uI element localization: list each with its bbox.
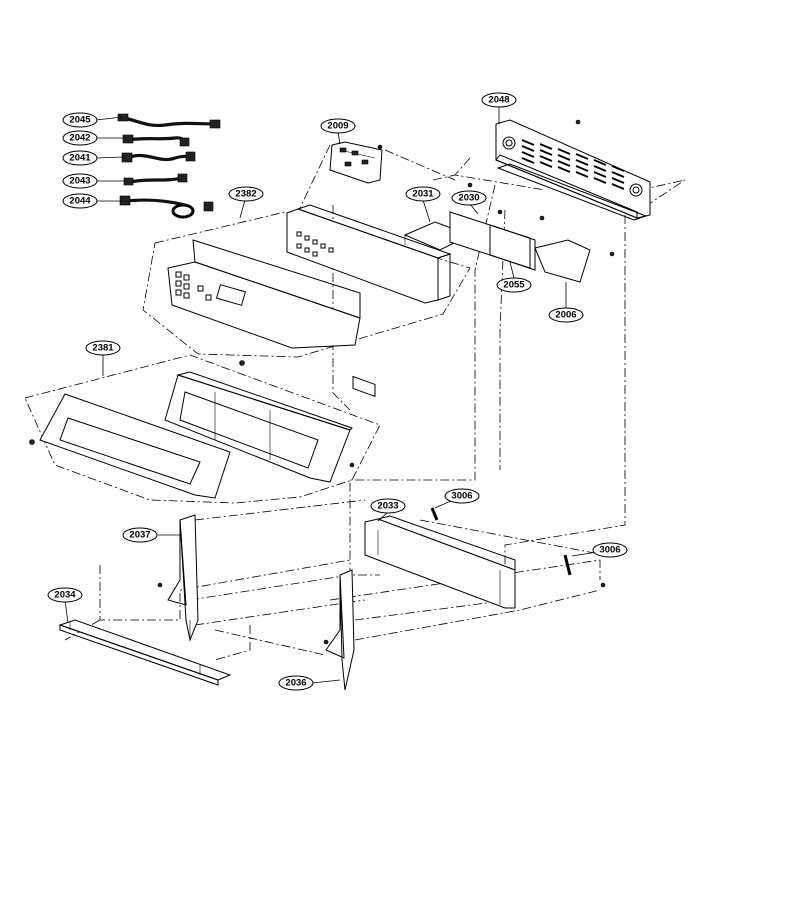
harness-2045 [117, 113, 221, 129]
harness-2043 [123, 173, 188, 186]
callout-2030-label: 2030 [458, 193, 479, 204]
callout-2043-label: 2043 [69, 176, 90, 187]
callout-2381: 2381 [85, 340, 121, 356]
membrane-buttons [175, 271, 212, 301]
part-2382-membrane [167, 239, 361, 349]
callout-2382: 2382 [228, 186, 264, 202]
callout-2006: 2006 [548, 307, 584, 323]
harness-2042 [122, 134, 190, 147]
part-2037-side-bracket [157, 514, 199, 642]
callout-2042-label: 2042 [69, 133, 90, 144]
callout-2382-label: 2382 [235, 189, 256, 200]
callout-2043: 2043 [62, 173, 98, 189]
callout-2045-label: 2045 [69, 115, 91, 126]
part-2030-bracket [449, 182, 545, 271]
callout-2381-label: 2381 [92, 343, 114, 354]
callout-2033-label: 2033 [377, 501, 398, 512]
part-2033-channel [364, 507, 606, 609]
part-2036-side-bracket [323, 569, 355, 691]
part-2006-panel [534, 239, 615, 283]
callout-2037-label: 2037 [129, 530, 150, 541]
callout-2009: 2009 [320, 118, 356, 134]
callout-2041: 2041 [62, 150, 98, 166]
callout-2041-label: 2041 [69, 153, 91, 164]
callout-2055-label: 2055 [503, 280, 525, 291]
callout-2031: 2031 [405, 186, 441, 202]
callout-2031-label: 2031 [412, 189, 434, 200]
callout-2045: 2045 [62, 112, 98, 128]
callout-2042: 2042 [62, 130, 98, 146]
housing-holes [296, 231, 334, 257]
part-2034-lower-bar [58, 619, 232, 686]
leader-lines [64, 106, 611, 684]
assembly-guide-lines [24, 144, 686, 661]
part-2009-bracket [329, 141, 383, 184]
callout-3006-lower-label: 3006 [599, 545, 620, 556]
callout-2037: 2037 [122, 527, 158, 543]
callout-3006-upper-label: 3006 [451, 491, 472, 502]
callout-2034: 2034 [47, 587, 83, 603]
callout-2055: 2055 [496, 277, 532, 293]
callout-2048: 2048 [481, 92, 517, 108]
wire-harnesses [117, 113, 221, 219]
part-2381-door-trim [29, 360, 245, 499]
callout-2033: 2033 [370, 498, 406, 514]
callout-2034-label: 2034 [54, 590, 76, 601]
callout-2048-label: 2048 [488, 95, 509, 106]
callout-2030: 2030 [451, 190, 487, 206]
callout-2044-label: 2044 [69, 196, 91, 207]
part-2382-control-housing [286, 204, 452, 398]
callout-2044: 2044 [62, 193, 98, 209]
callout-2009-label: 2009 [327, 121, 348, 132]
harness-2041 [121, 151, 196, 163]
callout-3006-upper: 3006 [444, 488, 480, 504]
callout-2006-label: 2006 [555, 310, 576, 321]
callout-2036: 2036 [278, 675, 314, 691]
harness-2044 [119, 195, 214, 219]
part-door-frame [164, 371, 355, 483]
part-2048-vent-panel [495, 119, 651, 221]
vent-slots [521, 139, 625, 190]
callout-2036-label: 2036 [285, 678, 306, 689]
callout-3006-lower: 3006 [592, 542, 628, 558]
